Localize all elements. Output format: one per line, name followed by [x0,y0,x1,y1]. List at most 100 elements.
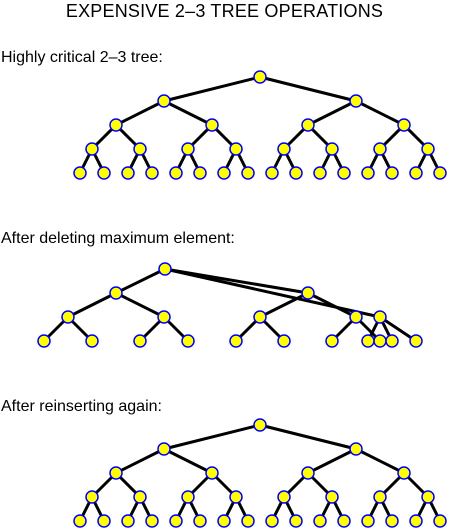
tree-node [241,514,255,528]
tree-node [325,490,339,504]
tree-node [289,166,303,180]
tree-node [265,166,279,180]
tree-node [229,142,243,156]
tree-node [277,142,291,156]
tree-node [397,466,411,480]
tree-node [253,70,267,84]
tree-node [97,514,111,528]
tree-node [277,334,291,348]
tree-edge [162,447,214,475]
tree-edge [162,99,214,127]
tree-node [217,514,231,528]
tree-edge [258,291,310,319]
caption-after-reinserting: After reinserting again: [1,398,162,415]
tree-node [313,514,327,528]
tree-edge [306,99,358,127]
tree-node [265,514,279,528]
tree-edge [66,291,118,319]
tree-node [289,514,303,528]
tree-node [37,334,51,348]
tree-node [121,514,135,528]
tree-node [301,466,315,480]
tree-node [385,514,399,528]
tree-node [349,310,363,324]
tree-node [373,142,387,156]
tree-edge [114,291,166,319]
tree-node [325,334,339,348]
tree-node [241,166,255,180]
tree-node [397,118,411,132]
tree-node [158,262,172,276]
tree-node [373,310,387,324]
tree-node [409,166,423,180]
tree-node [433,514,447,528]
tree-node [301,286,315,300]
tree-node [181,490,195,504]
tree-node [193,166,207,180]
tree-edge [306,447,358,475]
tree-node [61,310,75,324]
tree-node [193,514,207,528]
tree-edge [378,315,418,343]
tree-node [373,490,387,504]
tree-node [409,334,423,348]
tree-node [301,118,315,132]
tree-edge [258,75,358,103]
tree-node [409,514,423,528]
tree-node [145,166,159,180]
tree-node [121,166,135,180]
tree-node [253,418,267,432]
tree-node [85,142,99,156]
tree-after-deleting [37,262,423,348]
tree-node [361,334,375,348]
tree-edge [163,267,382,319]
tree-node [349,94,363,108]
tree-edge [114,447,166,475]
tree-node [205,118,219,132]
tree-node [421,490,435,504]
tree-node [109,118,123,132]
tree-node [349,442,363,456]
tree-node [181,334,195,348]
tree-node [157,442,171,456]
tree-node [181,142,195,156]
tree-edge [162,423,262,451]
tree-node [373,334,387,348]
tree-node [85,334,99,348]
tree-node [145,514,159,528]
tree-node [133,490,147,504]
tree-node [421,142,435,156]
tree-node [217,166,231,180]
tree-node [337,166,351,180]
tree-node [169,166,183,180]
tree-node [361,514,375,528]
tree-node [97,166,111,180]
tree-edge [354,99,406,127]
tree-node [133,142,147,156]
tree-after-reinserting [73,418,447,528]
tree-node [85,490,99,504]
tree-edge [354,447,406,475]
tree-edge [114,267,167,295]
tree-node [169,514,183,528]
tree-node [433,166,447,180]
tree-node [313,166,327,180]
tree-edge [114,99,166,127]
tree-node [277,490,291,504]
tree-node [205,466,219,480]
tree-node [109,286,123,300]
tree-node [385,334,399,348]
tree-node [73,514,87,528]
tree-node [229,334,243,348]
tree-edge [162,75,262,103]
caption-after-deleting: After deleting maximum element: [1,230,235,247]
tree-node [361,166,375,180]
tree-node [109,466,123,480]
tree-node [325,142,339,156]
tree-node [385,166,399,180]
tree-edge [258,423,358,451]
tree-node [229,490,243,504]
tree-highly-critical [73,70,447,180]
tree-node [157,94,171,108]
tree-node [133,334,147,348]
